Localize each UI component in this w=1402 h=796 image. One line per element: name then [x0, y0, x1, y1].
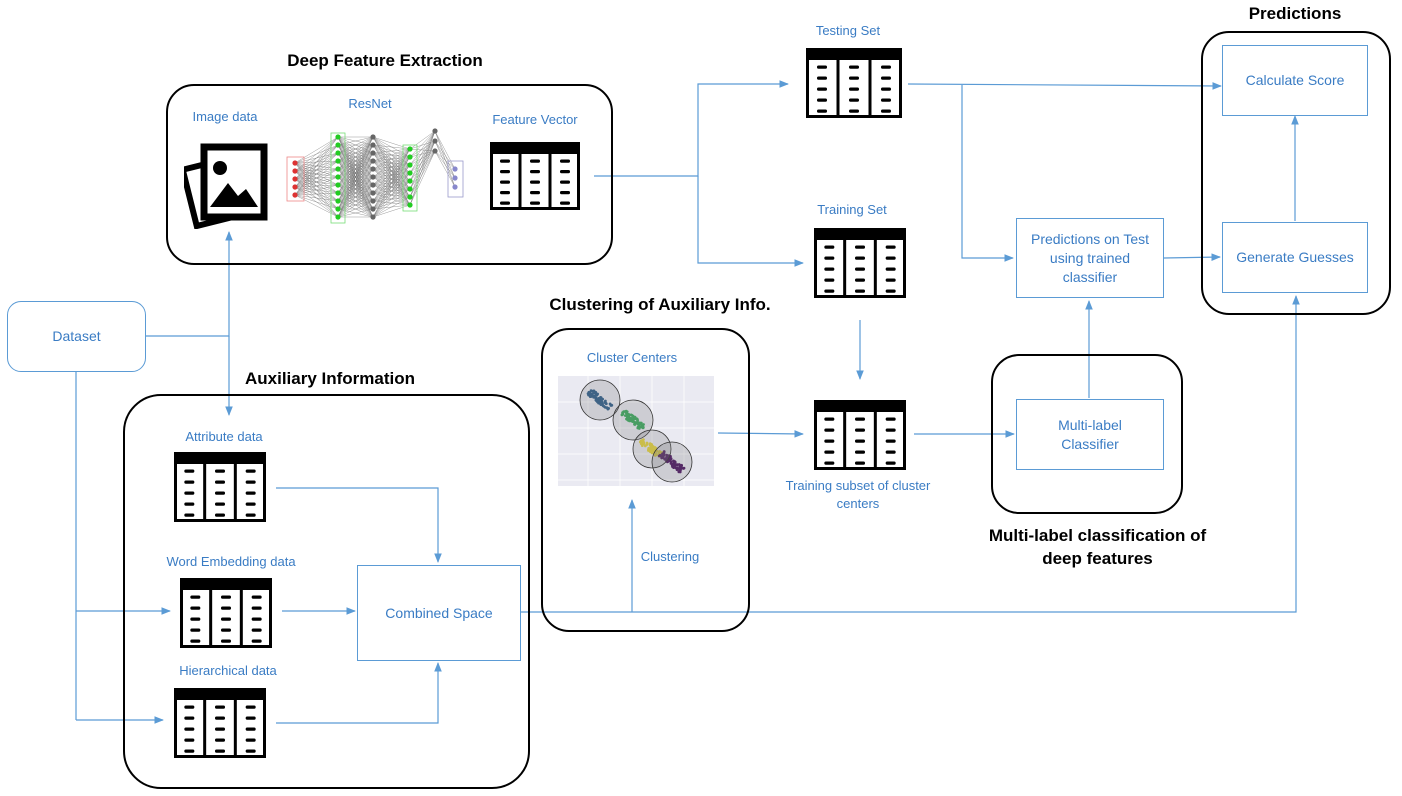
multilabel-title: Multi-label classification of deep featu… [988, 526, 1207, 568]
cluster-scatter-plot [558, 376, 714, 486]
image-stack-icon [184, 143, 268, 229]
table-icon [814, 400, 906, 470]
predictions-to-guesses-arrow [1163, 253, 1221, 261]
resnet-label: ResNet [348, 96, 392, 111]
table-icon [174, 688, 266, 758]
predictions-title: Predictions [1248, 4, 1342, 23]
generate-guesses-box[interactable]: Generate Guesses [1222, 222, 1368, 293]
table-icon [490, 142, 580, 210]
testing-set-label: Testing Set [815, 23, 881, 38]
predictions-on-test-box[interactable]: Predictions on Test using trained classi… [1016, 218, 1164, 298]
combined-to-guesses-line [520, 295, 1300, 613]
calculate-score-box[interactable]: Calculate Score [1222, 45, 1368, 116]
auxiliary-information-group [123, 394, 530, 789]
hierarchical-data-label: Hierarchical data [179, 663, 277, 678]
auxiliary-information-title: Auxiliary Information [244, 369, 416, 388]
feature-vector-label: Feature Vector [492, 112, 578, 127]
word-embedding-label: Word Embedding data [166, 554, 296, 569]
training-set-label: Training Set [817, 202, 887, 217]
deep-feature-extraction-title: Deep Feature Extraction [287, 51, 483, 70]
hierarchical-to-combined-arrow [276, 662, 442, 724]
feature-to-training-arrow [697, 176, 804, 267]
centers-to-subset-arrow [717, 430, 804, 438]
multilabel-group [991, 354, 1183, 514]
deep-feature-extraction-group [166, 84, 613, 265]
table-icon [806, 48, 902, 118]
testing-to-predictions-arrow [961, 85, 1014, 262]
image-data-label: Image data [192, 109, 258, 124]
testing-to-score-arrow [907, 82, 1222, 90]
feature-to-sets-line [594, 80, 789, 177]
table-icon [180, 578, 272, 648]
table-icon [814, 228, 906, 298]
table-icon [174, 452, 266, 522]
clustering-group [541, 328, 750, 632]
training-subset-label: Training subset of cluster centers [785, 478, 931, 511]
predictions-group [1201, 31, 1391, 315]
attribute-to-combined-arrow [276, 487, 442, 563]
clustering-title: Clustering of Auxiliary Info. [549, 295, 771, 314]
clustering-label: Clustering [640, 549, 700, 564]
combined-space-box[interactable]: Combined Space [357, 565, 521, 661]
multilabel-classifier-box[interactable]: Multi-label Classifier [1016, 399, 1164, 470]
dataset-box[interactable]: Dataset [7, 301, 146, 372]
cluster-centers-label: Cluster Centers [586, 350, 678, 365]
neural-network-icon [286, 128, 464, 224]
attribute-data-label: Attribute data [185, 429, 263, 444]
